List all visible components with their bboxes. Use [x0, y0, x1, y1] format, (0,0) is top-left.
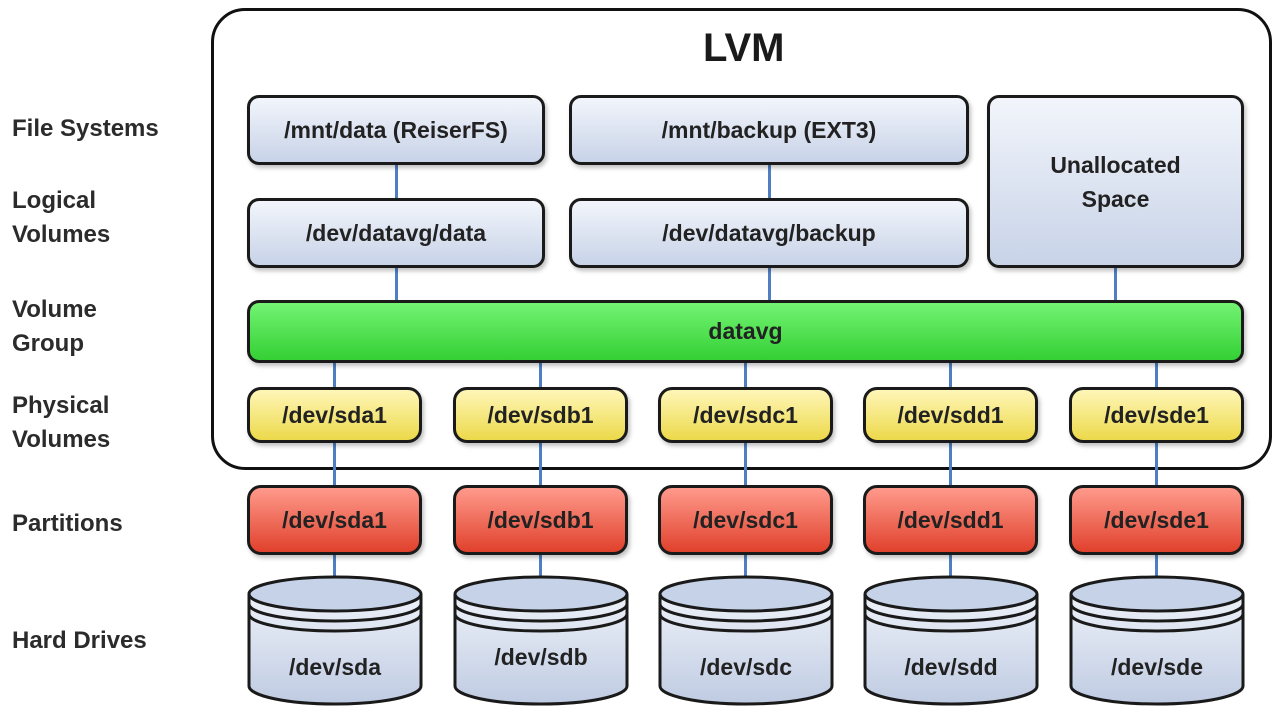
link-pv-part-2: [539, 441, 542, 487]
partition-sda1: /dev/sda1: [247, 485, 422, 555]
link-vg-pv-1: [333, 362, 336, 390]
label-volume-group: Volume Group: [12, 296, 97, 357]
hard-drive-label: /dev/sdb: [494, 644, 588, 670]
disk-icon: [453, 575, 629, 706]
volume-group: datavg: [247, 300, 1244, 363]
lv-data: /dev/datavg/data: [247, 198, 545, 268]
label-logical-volumes: Logical Volumes: [12, 187, 111, 248]
link-part-disk-1: [333, 553, 336, 579]
link-vg-pv-2: [539, 362, 542, 390]
disk-icon: [658, 575, 834, 706]
hard-drive-label: /dev/sdd: [904, 654, 998, 680]
link-pv-part-1: [333, 441, 336, 487]
label-hard-drives: Hard Drives: [12, 627, 147, 654]
lv-backup: /dev/datavg/backup: [569, 198, 969, 268]
link-part-disk-4: [949, 553, 952, 579]
disk-icon: [1069, 575, 1245, 706]
link-lv-data-vg: [395, 266, 398, 302]
link-pv-part-5: [1155, 441, 1158, 487]
pv-sdb1: /dev/sdb1: [453, 387, 628, 443]
link-vg-pv-3: [744, 362, 747, 390]
label-file-systems: File Systems: [12, 115, 159, 142]
link-part-disk-2: [539, 553, 542, 579]
disk-icon: [247, 575, 423, 706]
pv-sdd1: /dev/sdd1: [863, 387, 1038, 443]
link-vg-pv-4: [949, 362, 952, 390]
pv-sda1: /dev/sda1: [247, 387, 422, 443]
link-part-disk-5: [1155, 553, 1158, 579]
partition-sdb1: /dev/sdb1: [453, 485, 628, 555]
link-vg-pv-5: [1155, 362, 1158, 390]
fs-backup: /mnt/backup (EXT3): [569, 95, 969, 165]
pv-sde1: /dev/sde1: [1069, 387, 1244, 443]
hard-drive-sdd: /dev/sdd: [863, 574, 1039, 706]
partition-sdc1: /dev/sdc1: [658, 485, 833, 555]
link-lv-backup-vg: [768, 266, 771, 302]
hard-drive-sdc: /dev/sdc: [658, 574, 834, 706]
hard-drive-label: /dev/sde: [1110, 654, 1204, 680]
hard-drive-sdb: /dev/sdb: [453, 574, 629, 706]
hard-drive-sda: /dev/sda: [247, 574, 423, 706]
link-part-disk-3: [744, 553, 747, 579]
unallocated-space: Unallocated Space: [987, 95, 1244, 268]
partition-sdd1: /dev/sdd1: [863, 485, 1038, 555]
label-partitions: Partitions: [12, 510, 123, 537]
hard-drive-label: /dev/sdc: [699, 654, 793, 680]
link-fs-backup-lv: [768, 164, 771, 200]
link-fs-data-lv: [395, 164, 398, 200]
link-pv-part-3: [744, 441, 747, 487]
partition-sde1: /dev/sde1: [1069, 485, 1244, 555]
disk-icon: [863, 575, 1039, 706]
fs-data: /mnt/data (ReiserFS): [247, 95, 545, 165]
pv-sdc1: /dev/sdc1: [658, 387, 833, 443]
link-pv-part-4: [949, 441, 952, 487]
hard-drive-sde: /dev/sde: [1069, 574, 1245, 706]
lvm-title: LVM: [703, 26, 785, 70]
label-physical-volumes: Physical Volumes: [12, 392, 111, 453]
hard-drive-label: /dev/sda: [288, 654, 382, 680]
link-unalloc-vg: [1114, 266, 1117, 302]
